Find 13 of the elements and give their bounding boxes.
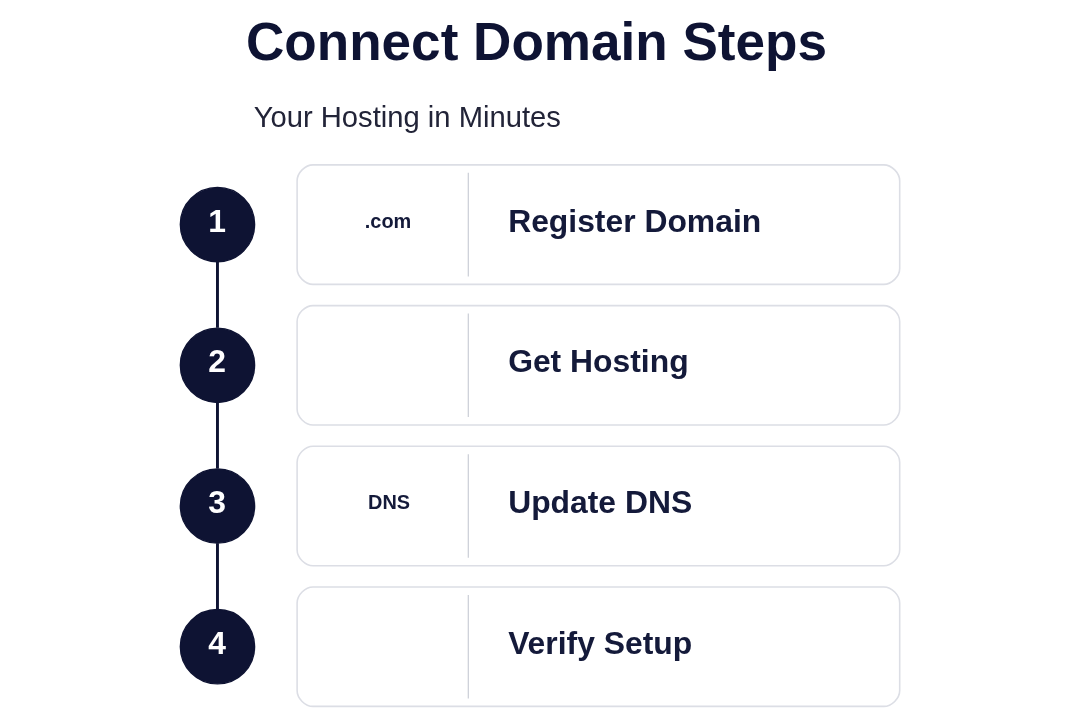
node-box: Verify Setup [296, 586, 901, 708]
node-circle: 1 [179, 186, 256, 263]
label: Your Hosting in Minutes [253, 101, 561, 134]
node-box: .com Register Domain [296, 164, 901, 286]
connector [216, 543, 219, 610]
node-circle: 3 [179, 468, 256, 544]
node-circle: 2 [179, 327, 256, 404]
connector [216, 261, 219, 328]
node-box: DNS Update DNS [296, 445, 901, 567]
node-box: Get Hosting [296, 304, 901, 426]
diagram-title: Connect Domain Steps [246, 12, 827, 72]
node-circle: 4 [179, 608, 256, 685]
connector [216, 402, 219, 469]
